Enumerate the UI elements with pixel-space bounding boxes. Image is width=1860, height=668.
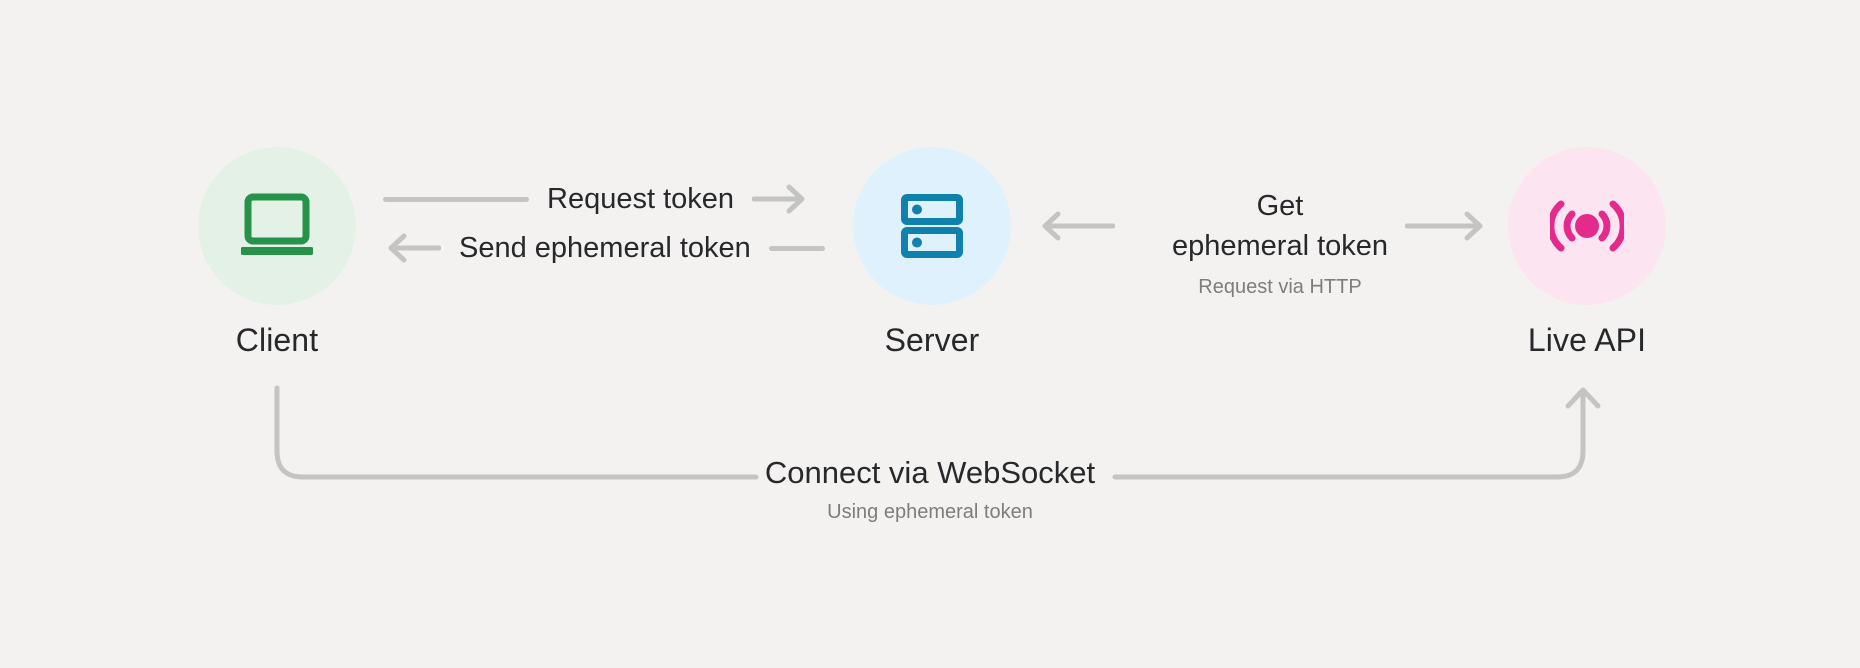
node-live-api-label: Live API: [1527, 322, 1647, 358]
edge-get-ephemeral-token-line2: ephemeral token: [1171, 230, 1389, 262]
edge-request-token-label: Request token: [547, 183, 735, 215]
arrow-right-icon: [752, 184, 805, 214]
node-live-api: Live API: [1507, 147, 1667, 359]
edge-request-token: Request token: [383, 179, 810, 219]
edge-send-ephemeral-token: Send ephemeral token: [383, 228, 825, 268]
edge-connect-websocket-label: Connect via WebSocket: [764, 455, 1096, 490]
arrow-left-icon: [1042, 211, 1115, 241]
edge-connect-websocket-sublabel: Using ephemeral token: [827, 501, 1033, 523]
laptop-icon: [241, 193, 313, 255]
node-client-label: Client: [235, 322, 319, 358]
edge-get-ephemeral-token-sublabel: Request via HTTP: [1198, 276, 1362, 298]
arrow-left-icon: [388, 233, 441, 263]
node-server-circle: [853, 147, 1011, 305]
edge-get-ephemeral-token-line1: Get: [1256, 190, 1304, 222]
node-live-api-circle: [1508, 147, 1666, 305]
node-server: Server: [852, 147, 1012, 359]
edge-connect-websocket: Connect via WebSocket Using ephemeral to…: [705, 455, 1155, 525]
arrow-right-icon: [1405, 211, 1483, 241]
server-rack-icon: [901, 194, 963, 258]
edge-line-segment: [383, 196, 529, 202]
edge-get-ephemeral-token: Get ephemeral token Request via HTTP: [1150, 186, 1410, 300]
edge-line-segment: [768, 245, 825, 251]
node-client-circle: [198, 147, 356, 305]
node-client: Client: [197, 147, 357, 359]
broadcast-signal-icon: [1550, 200, 1624, 252]
edge-send-ephemeral-token-label: Send ephemeral token: [459, 232, 751, 264]
node-server-label: Server: [884, 322, 980, 358]
